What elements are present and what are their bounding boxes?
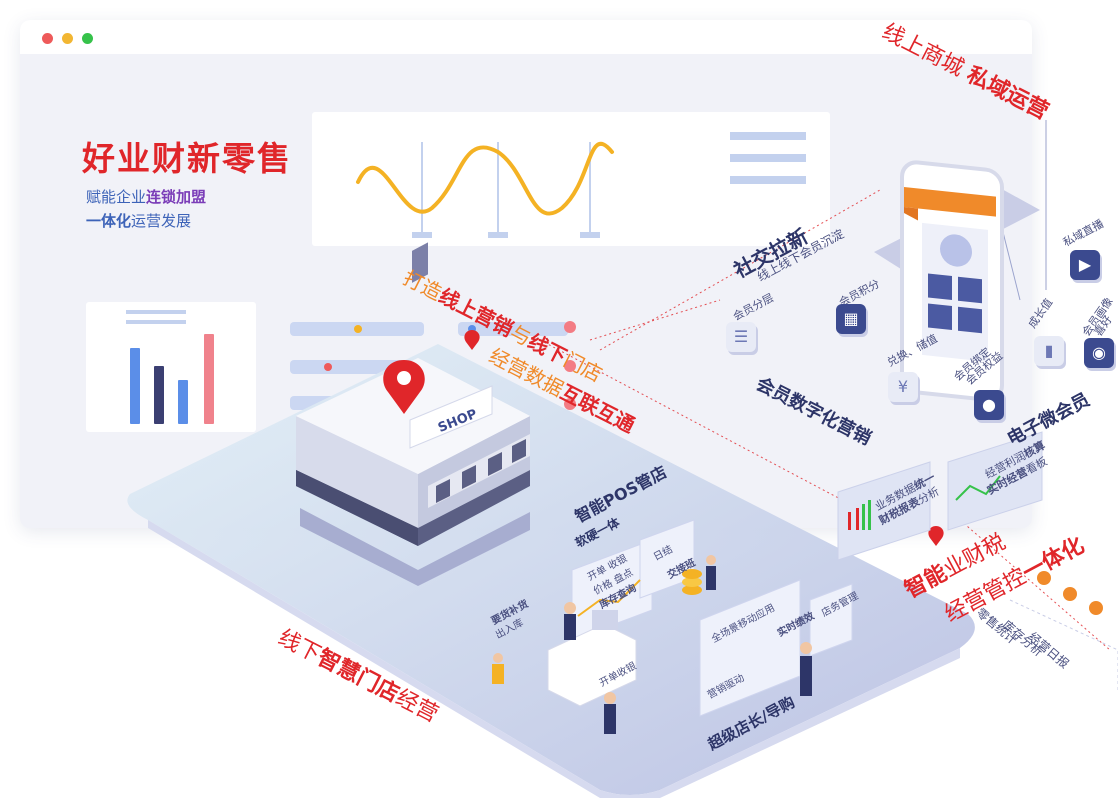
member-profile-icon: ● [974, 390, 1004, 420]
wave-chart-card [312, 112, 830, 246]
tv-live-icon: ▶ [1070, 250, 1100, 280]
wave-chart-illustration [356, 132, 806, 238]
growth-chart-icon: ▮ [1034, 336, 1064, 366]
location-pin [383, 360, 425, 414]
title-bar [20, 20, 1032, 54]
member-points-icon: ▦ [836, 304, 866, 334]
portrait-icon: ◉ [1084, 338, 1114, 368]
yen-card-icon: ¥ [888, 372, 918, 402]
phone-illustration [874, 160, 1040, 402]
member-tier-icon: ☰ [726, 322, 756, 352]
bar-illustration [130, 334, 230, 424]
hero-subtitle-line1: 赋能企业连锁加盟 [86, 188, 207, 206]
maximize-window-dot[interactable] [82, 33, 93, 44]
minimize-window-dot[interactable] [62, 33, 73, 44]
slider-1 [290, 322, 424, 336]
hero-subtitle-line2: 一体化运营发展 [86, 212, 192, 230]
bar-chart-card [86, 302, 256, 432]
hero-title: 好业财新零售 [82, 139, 292, 178]
slider-4 [458, 322, 568, 336]
close-window-dot[interactable] [42, 33, 53, 44]
